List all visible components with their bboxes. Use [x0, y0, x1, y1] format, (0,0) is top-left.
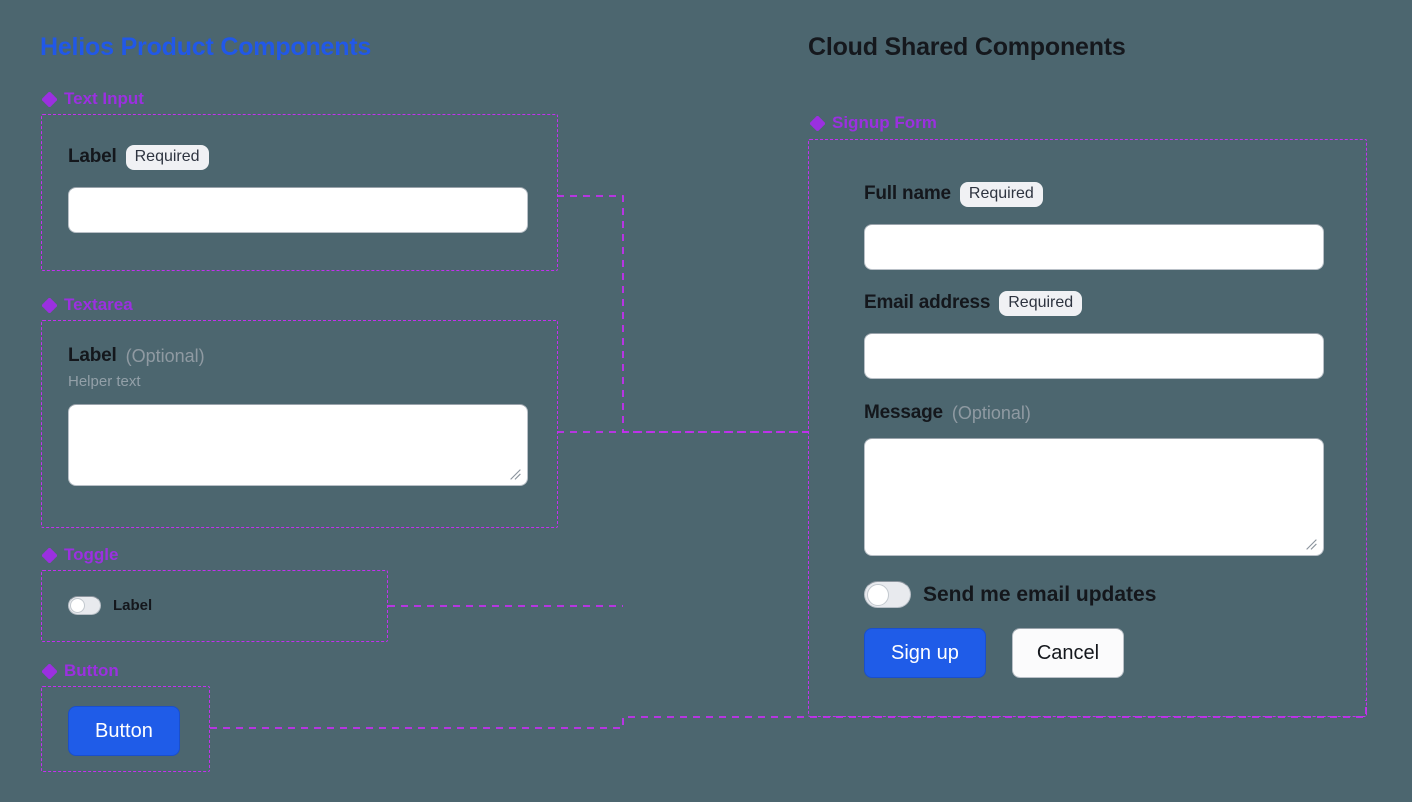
- section-label-toggle: Toggle: [42, 545, 118, 565]
- message-label-row: Message (Optional): [864, 402, 1324, 424]
- section-label-text-input: Text Input: [42, 89, 144, 109]
- full-name-input[interactable]: [864, 223, 1324, 270]
- right-panel-title: Cloud Shared Components: [808, 33, 1126, 61]
- textarea-field[interactable]: [68, 404, 528, 486]
- section-label-text: Textarea: [64, 295, 133, 314]
- cancel-button[interactable]: Cancel: [1011, 628, 1125, 678]
- component-diamond-icon: [810, 115, 825, 131]
- email-label-row: Email address Required: [864, 291, 1324, 316]
- email-updates-label: Send me email updates: [923, 582, 1157, 606]
- section-label-text: Text Input: [64, 89, 144, 108]
- required-badge: Required: [125, 145, 209, 170]
- email-input[interactable]: [864, 332, 1324, 379]
- toggle-label: Label: [113, 597, 153, 614]
- component-box-button: Button: [41, 686, 210, 772]
- text-input-label: Label: [68, 146, 117, 168]
- email-updates-toggle[interactable]: [864, 581, 911, 608]
- textarea-helper-text: Helper text: [68, 373, 141, 390]
- textarea-optional-tag: (Optional): [125, 345, 205, 366]
- section-label-signup-form: Signup Form: [810, 113, 937, 133]
- email-label: Email address: [864, 292, 991, 314]
- text-input-field[interactable]: [68, 186, 528, 233]
- message-label: Message: [864, 402, 943, 423]
- component-box-textarea: Label (Optional) Helper text: [41, 320, 558, 528]
- connector-text-input-to-signup: [557, 195, 808, 433]
- section-label-text: Button: [64, 661, 119, 680]
- required-badge: Required: [999, 291, 1083, 316]
- full-name-label-row: Full name Required: [864, 182, 1324, 207]
- message-optional-tag: (Optional): [951, 402, 1031, 423]
- section-label-button: Button: [42, 661, 119, 681]
- demo-button[interactable]: Button: [68, 706, 180, 756]
- section-label-text: Signup Form: [832, 113, 937, 132]
- text-input-label-row: Label Required: [68, 145, 528, 170]
- component-diamond-icon: [42, 663, 57, 679]
- section-label-textarea: Textarea: [42, 295, 133, 315]
- textarea-label: Label: [68, 345, 117, 366]
- component-diamond-icon: [42, 91, 57, 107]
- email-updates-row: Send me email updates: [864, 581, 1156, 608]
- component-box-signup-form: Full name Required Email address Require…: [808, 139, 1367, 717]
- component-diamond-icon: [42, 297, 57, 313]
- component-diamond-icon: [42, 547, 57, 563]
- toggle-knob: [867, 583, 889, 606]
- component-box-toggle: Label: [41, 570, 388, 642]
- textarea-label-row: Label (Optional): [68, 345, 528, 367]
- required-badge: Required: [959, 182, 1043, 207]
- section-label-text: Toggle: [64, 545, 119, 564]
- full-name-label: Full name: [864, 183, 951, 205]
- component-box-text-input: Label Required: [41, 114, 558, 271]
- signup-form-actions: Sign up Cancel: [864, 628, 1125, 678]
- sign-up-button[interactable]: Sign up: [864, 628, 986, 678]
- left-panel-title: Helios Product Components: [40, 33, 372, 61]
- toggle-knob: [70, 598, 85, 613]
- toggle-switch[interactable]: [68, 596, 101, 615]
- message-textarea[interactable]: [864, 438, 1324, 556]
